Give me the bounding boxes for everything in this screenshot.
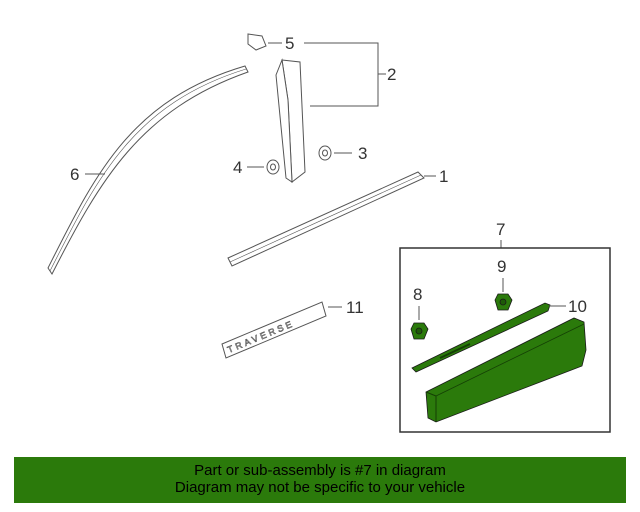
callout-2: 2 <box>387 65 396 84</box>
callout-5: 5 <box>285 34 294 53</box>
info-banner: Part or sub-assembly is #7 in diagram Di… <box>14 457 626 503</box>
sub-assembly-7-box <box>399 247 611 433</box>
callout-3: 3 <box>358 144 367 163</box>
part-1-belt-molding[interactable] <box>227 171 425 267</box>
part-7-lower-molding[interactable] <box>425 317 587 423</box>
callout-11: 11 <box>346 298 364 317</box>
callout-8: 8 <box>413 285 422 304</box>
bracket-2 <box>304 42 379 107</box>
banner-line-1: Part or sub-assembly is #7 in diagram <box>194 462 446 479</box>
callout-4: 4 <box>233 158 242 177</box>
part-3-nut[interactable] <box>318 145 332 161</box>
callout-7: 7 <box>496 220 505 239</box>
part-5-clip[interactable] <box>247 33 267 51</box>
parts-diagram: 6 5 2 3 4 1 TRAVERSE 11 7 9 <box>47 33 611 433</box>
part-11-emblem[interactable]: TRAVERSE <box>221 301 327 359</box>
emblem-text: TRAVERSE <box>226 318 296 355</box>
callout-1: 1 <box>439 167 448 186</box>
part-6-roof-molding[interactable] <box>47 65 249 275</box>
callout-9: 9 <box>497 257 506 276</box>
part-8-clip[interactable] <box>410 322 429 340</box>
part-9-clip[interactable] <box>494 293 513 311</box>
callout-10: 10 <box>568 297 587 316</box>
part-10-upper-molding[interactable] <box>411 302 551 373</box>
part-2-pillar-applique[interactable] <box>275 58 306 183</box>
banner-line-2: Diagram may not be specific to your vehi… <box>174 479 466 496</box>
callout-6: 6 <box>70 165 79 184</box>
part-4-nut[interactable] <box>266 159 280 175</box>
